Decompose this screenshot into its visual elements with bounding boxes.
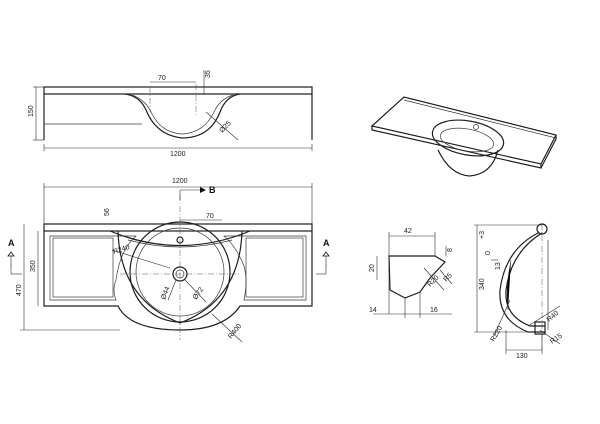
front-dim-1200: 1200 xyxy=(170,151,186,158)
edge-dim-r20: R20 xyxy=(426,274,440,288)
section-a-right-label: A xyxy=(323,238,330,248)
edge-dim-16: 16 xyxy=(430,307,438,314)
section-b-label: B xyxy=(209,185,216,195)
front-dim-35: 35 xyxy=(205,70,212,78)
bowl-dim-130: 130 xyxy=(516,353,528,360)
edge-dim-r5: R5 xyxy=(442,272,453,283)
front-view: 70 35 Ø25 150 1200 xyxy=(28,70,313,158)
top-dim-d44: Ø44 xyxy=(160,286,171,301)
section-a-left-label: A xyxy=(8,238,15,248)
isometric-view xyxy=(370,96,557,177)
top-dim-56: 56 xyxy=(104,208,111,216)
top-dim-70: 70 xyxy=(206,213,214,220)
edge-dim-8: 8 xyxy=(447,248,454,252)
front-dim-d25: Ø25 xyxy=(218,120,232,134)
edge-profile xyxy=(388,255,446,299)
top-dim-r240: R240 xyxy=(112,244,130,256)
edge-dim-14: 14 xyxy=(369,307,377,314)
top-dim-1200: 1200 xyxy=(172,178,188,185)
front-basin xyxy=(124,93,241,139)
edge-dim-20: 20 xyxy=(369,264,376,272)
bowl-dim-13: 13 xyxy=(495,262,502,270)
edge-dim-42: 42 xyxy=(404,228,412,235)
bowl-section: +3 0 340 13 R220 R40 R15 130 xyxy=(474,223,564,360)
bowl-dim-340: 340 xyxy=(479,278,486,290)
bowl-dim-r15: R15 xyxy=(549,332,564,345)
bowl-dim-r220: R220 xyxy=(490,325,504,343)
front-dim-150: 150 xyxy=(28,105,35,117)
top-dim-350: 350 xyxy=(30,260,37,272)
edge-detail: 42 8 20 R20 R5 14 16 xyxy=(369,228,454,318)
top-dim-r400: R400 xyxy=(227,323,243,340)
top-view: 1200 70 56 B xyxy=(7,178,330,343)
top-dim-470: 470 xyxy=(16,284,23,296)
bowl-tol-zero: 0 xyxy=(485,251,492,255)
front-countertop xyxy=(43,86,313,95)
bowl-tol-plus: +3 xyxy=(479,231,486,239)
front-dim-70: 70 xyxy=(158,75,166,82)
